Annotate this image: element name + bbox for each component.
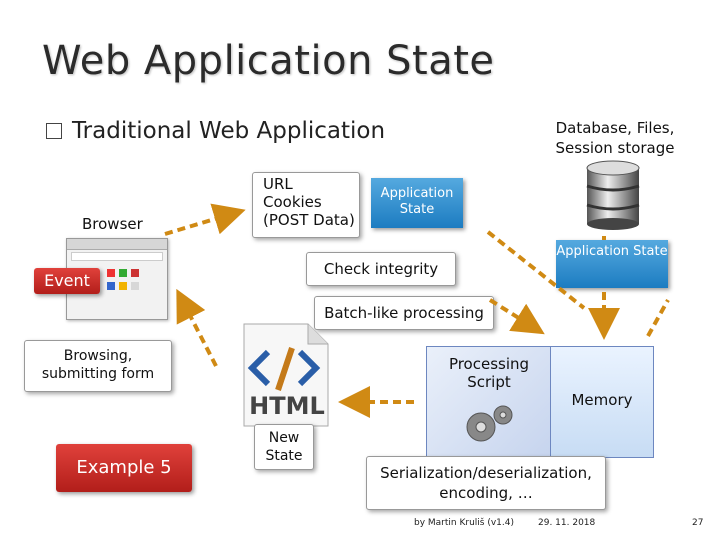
request-post-data: (POST Data) [263, 211, 355, 229]
example-5-button[interactable]: Example 5 [56, 444, 192, 492]
database-icon [585, 160, 641, 230]
arrow-connector [486, 230, 586, 310]
bullet-square-icon [46, 123, 62, 139]
event-box: Event [34, 268, 100, 294]
serialization-callout: Serialization/deserialization, encoding,… [366, 456, 606, 510]
request-url: URL [263, 175, 293, 193]
html-logo-text: HTML [249, 392, 325, 420]
new-state-callout: New State [254, 424, 314, 470]
gears-icon [459, 401, 519, 455]
slide-title: Web Application State [42, 38, 495, 84]
browsing-callout: Browsing, submitting form [24, 340, 172, 392]
bullet-text: Traditional Web Application [72, 118, 386, 144]
arrow-to-processing [488, 298, 545, 335]
application-state-top: Application State [371, 178, 463, 228]
html-document-icon: HTML [238, 322, 334, 430]
footer-date: 29. 11. 2018 [538, 518, 596, 528]
batch-processing-callout: Batch-like processing [314, 296, 494, 330]
browser-screenshot-icon [66, 238, 168, 320]
processing-script-label: Processing Script [448, 355, 530, 391]
footer-author: by Martin Kruliš (v1.4) [414, 518, 514, 528]
arrow-html-to-browser [176, 288, 218, 367]
arrow-browser-to-request [164, 203, 246, 236]
memory-box: Memory [550, 346, 654, 458]
browser-label: Browser [82, 215, 143, 233]
request-data-box: URL Cookies (POST Data) [252, 172, 360, 238]
bullet-item: Traditional Web Application [46, 118, 385, 144]
footer-page-number: 27 [692, 518, 704, 528]
processing-script-box: Processing Script [426, 346, 552, 458]
memory-label: Memory [571, 391, 633, 409]
arrow-memory-to-state [646, 299, 670, 337]
database-label: Database, Files, Session storage [555, 119, 675, 157]
application-state-right: Application State [556, 240, 668, 288]
check-integrity-callout: Check integrity [306, 252, 456, 286]
request-cookies: Cookies [263, 193, 322, 211]
